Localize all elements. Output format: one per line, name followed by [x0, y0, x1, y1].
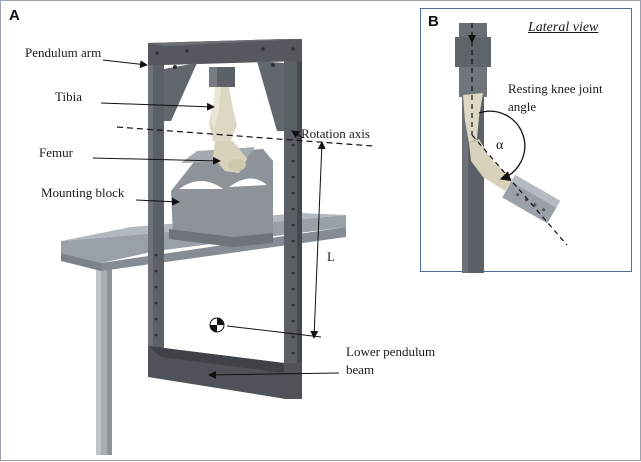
femur-label: Femur: [39, 145, 73, 160]
femur-bone: [213, 141, 247, 173]
tibia-label: Tibia: [55, 89, 82, 104]
center-of-mass-leader: [226, 325, 322, 338]
tibia-clamp: [209, 67, 235, 87]
tibia-bone: [209, 87, 237, 141]
length-label: L: [327, 249, 335, 264]
rotation-axis-label: Rotation axis: [301, 126, 370, 141]
mounting-block-leader: [135, 197, 180, 206]
table-leg: [96, 263, 112, 455]
resting-angle-label-line1: Resting knee joint: [508, 81, 603, 96]
rotation-axis-leader: [291, 130, 304, 139]
pendulum-frame: [148, 39, 302, 399]
lateral-view-drawing: [455, 23, 568, 273]
pendulum-arm-label: Pendulum arm: [25, 45, 102, 60]
panel-a-letter: A: [9, 7, 20, 24]
pendulum-arm-leader: [102, 59, 148, 69]
angle-arc: [478, 110, 526, 182]
lower-beam-leader: [208, 370, 340, 379]
rotation-axis-line: [116, 126, 374, 147]
tibia-leader: [100, 102, 215, 111]
length-dimension-arrow: [310, 141, 326, 339]
mounting-block-label: Mounting block: [41, 185, 125, 200]
resting-angle-label-line2: angle: [508, 99, 537, 114]
alpha-symbol: α: [496, 138, 504, 153]
panel-b-letter: B: [428, 13, 439, 30]
lower-beam-label-line2: beam: [346, 362, 375, 377]
center-of-mass-symbol: [209, 317, 225, 333]
lower-beam-label-line1: Lower pendulum: [346, 344, 436, 359]
lateral-view-inset: [420, 8, 632, 273]
femur-leader: [92, 156, 221, 165]
lateral-view-title: Lateral view: [528, 20, 599, 35]
